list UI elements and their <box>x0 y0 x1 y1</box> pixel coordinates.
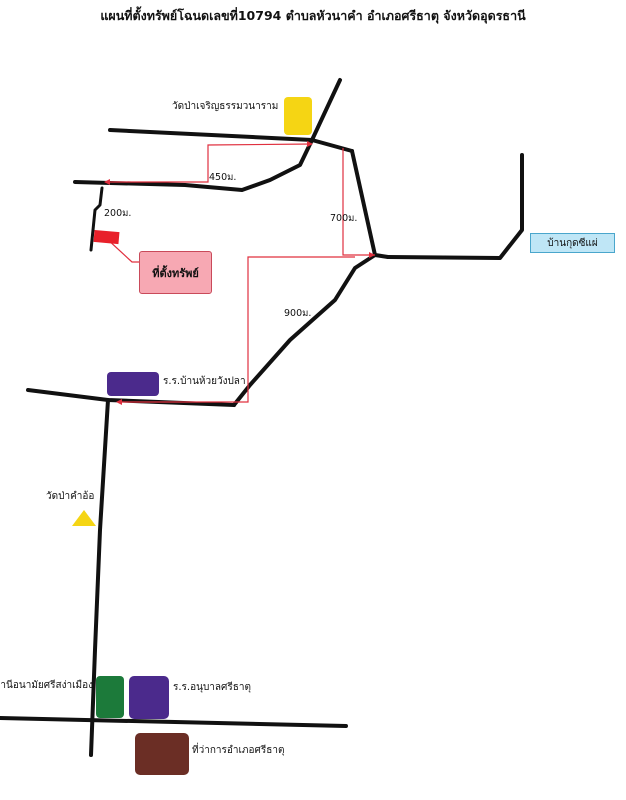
route-arrows <box>104 141 375 405</box>
district-office-marker <box>135 733 189 775</box>
distance-200-label: 200ม. <box>104 208 132 219</box>
distance-700-label: 700ม. <box>330 213 358 224</box>
property-label: ที่ตั้งทรัพย์ <box>152 266 199 280</box>
distance-900-label: 900ม. <box>284 308 312 319</box>
arrow-head <box>307 141 313 147</box>
arrow-head <box>369 252 375 258</box>
route-700m <box>342 148 375 256</box>
road-property-spur <box>89 186 104 252</box>
school-huaywangpla-label: ร.ร.บ้านห้วยวังปลา <box>163 376 246 387</box>
health-station-marker <box>96 676 124 718</box>
road-left-curve <box>73 138 314 192</box>
health-station-label: สถานีอนามัยศรีสง่าเมือง <box>0 680 93 691</box>
page-title: แผนที่ตั้งทรัพย์โฉนดเลขที่10794 ตำบลหัวน… <box>100 8 526 23</box>
temple-north-label: วัดป่าเจริญธรรมวนาราม <box>172 101 279 112</box>
roads <box>0 78 524 757</box>
distance-450-label: 450ม. <box>209 172 237 183</box>
road-bottom-horizontal <box>0 716 348 728</box>
property-marker <box>93 229 120 245</box>
arrow-head <box>116 399 122 405</box>
school-anuban-label: ร.ร.อนุบาลศรีธาตุ <box>173 682 251 693</box>
village-label: บ้านกุดซีแผ่ <box>547 237 598 249</box>
road-east <box>386 153 524 260</box>
road-top-diagonal <box>310 78 342 142</box>
temple-south-label: วัดป่าคำอ้อ <box>46 491 95 502</box>
temple-north-marker <box>284 97 312 135</box>
property-label-box: ที่ตั้งทรัพย์ <box>139 251 212 294</box>
school-anuban-marker <box>129 676 169 719</box>
village-label-box: บ้านกุดซีแผ่ <box>530 233 615 253</box>
route-lines <box>105 143 375 403</box>
school-huaywangpla-marker <box>107 372 159 396</box>
route-900m <box>118 256 355 403</box>
road-south-diagonal <box>232 253 377 407</box>
route-property-pointer <box>105 237 139 263</box>
district-office-label: ที่ว่าการอำเภอศรีธาตุ <box>192 745 285 756</box>
temple-south-marker <box>72 510 96 526</box>
arrow-head <box>104 179 110 185</box>
road-vertical-west <box>89 398 110 757</box>
route-450m <box>105 143 313 183</box>
road-main-north-south <box>350 149 390 259</box>
